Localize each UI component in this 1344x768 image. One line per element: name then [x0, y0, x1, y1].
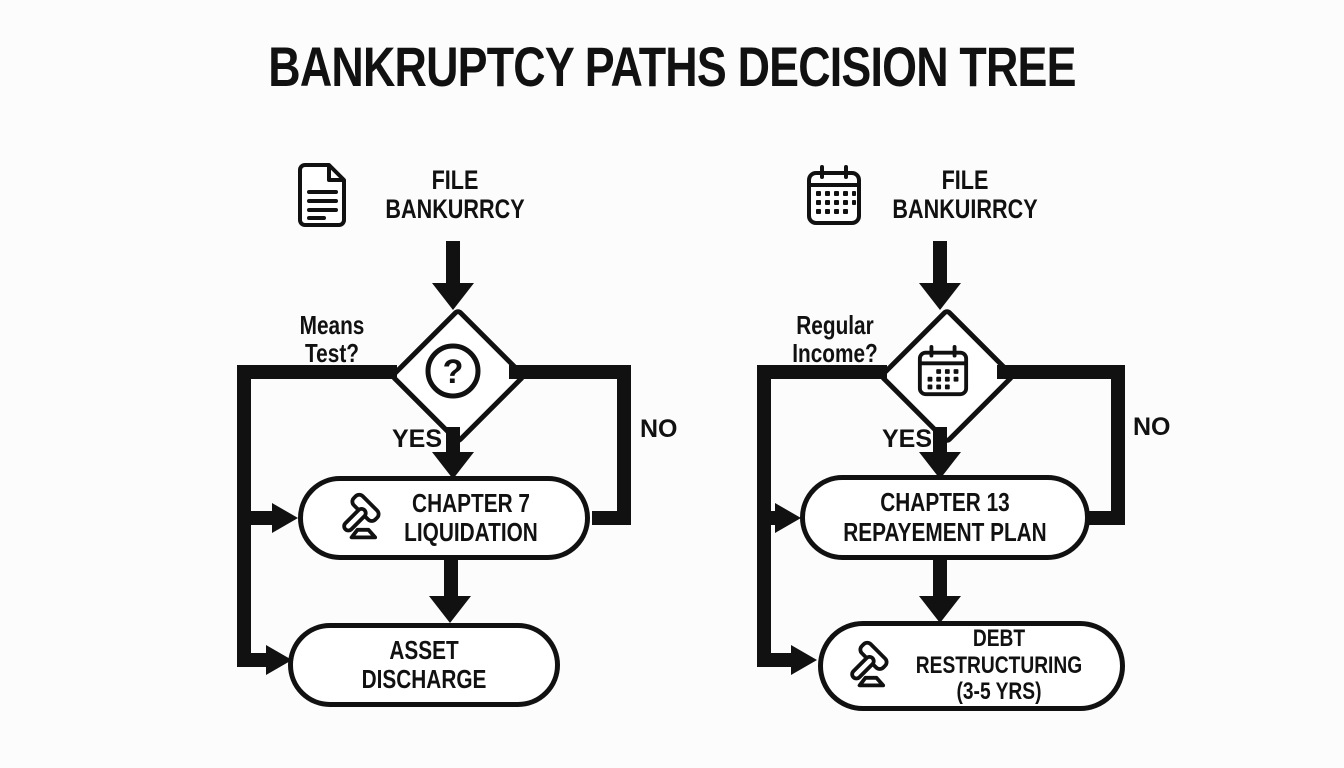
- connector-no-vertical: [617, 365, 631, 525]
- connector-no-horizontal: [997, 365, 1125, 379]
- arrowhead-down-icon: [432, 283, 474, 310]
- connector-branch-stub: [251, 653, 268, 667]
- connector-left-horizontal: [237, 365, 397, 379]
- right-decision-label: Regular Income?: [785, 311, 886, 367]
- document-icon: [298, 163, 346, 227]
- connector-left-horizontal: [757, 365, 887, 379]
- label-line: LIQUIDATION: [404, 517, 538, 547]
- gavel-icon: [849, 640, 888, 688]
- connector-no-vertical: [1111, 365, 1125, 525]
- connector-start-to-decision: [446, 241, 460, 287]
- right-outcome1-box: CHAPTER 13 REPAYEMENT PLAN: [800, 475, 1090, 560]
- connector-branch-stub: [251, 511, 273, 525]
- label-line: Means: [299, 310, 365, 340]
- right-no-label: NO: [1133, 413, 1171, 441]
- calendar-icon: [917, 344, 969, 397]
- label-line: REPAYEMENT PLAN: [843, 516, 1047, 547]
- label-line: CHAPTER 13: [880, 487, 1010, 518]
- connector-no-foot: [592, 511, 619, 525]
- label-line: CHAPTER 7: [412, 487, 530, 518]
- svg-text:?: ?: [443, 353, 464, 391]
- connector-branch-stub: [771, 653, 793, 667]
- right-yes-label: YES: [882, 425, 933, 453]
- left-outcome1-box: CHAPTER 7 LIQUIDATION: [298, 476, 590, 560]
- arrowhead-down-icon: [919, 596, 961, 623]
- right-outcome2-label: DEBT RESTRUCTURING (3-5 YRS): [915, 624, 1082, 707]
- calendar-icon: [807, 165, 861, 225]
- right-outcome2-box: DEBT RESTRUCTURING (3-5 YRS): [818, 621, 1125, 711]
- left-decision-label: Means Test?: [284, 311, 380, 367]
- left-outcome1-label: CHAPTER 7 LIQUIDATION: [404, 487, 538, 547]
- label-line: RESTRUCTURING: [915, 651, 1082, 679]
- page-title: BANKRUPTCY PATHS DECISION TREE: [268, 35, 1076, 98]
- right-start-label: FILE BANKUIRRCY: [889, 165, 1041, 225]
- label-line: DISCHARGE: [361, 664, 487, 694]
- left-outcome2-box: ASSET DISCHARGE: [288, 623, 560, 707]
- label-line: FILE: [941, 165, 989, 195]
- arrowhead-right-icon: [791, 645, 817, 675]
- arrowhead-down-icon: [432, 452, 474, 479]
- connector-yes: [446, 427, 460, 455]
- label-line: BANKURRCY: [385, 194, 525, 225]
- arrowhead-right-icon: [266, 645, 292, 675]
- connector-start-to-decision: [933, 241, 947, 287]
- gavel-icon: [342, 492, 381, 540]
- left-yes-label: YES: [392, 425, 443, 453]
- label-line: ASSET: [389, 634, 459, 665]
- arrowhead-right-icon: [272, 503, 298, 533]
- right-outcome1-label: CHAPTER 13 REPAYEMENT PLAN: [833, 488, 1057, 546]
- label-line: DEBT: [972, 624, 1025, 652]
- label-line: (3-5 YRS): [955, 678, 1041, 706]
- connector-left-vertical: [237, 365, 251, 667]
- connector-no-foot: [1088, 511, 1113, 525]
- arrowhead-down-icon: [919, 283, 961, 310]
- label-line: Income?: [792, 338, 878, 369]
- connector-yes: [933, 427, 947, 455]
- label-line: Regular: [796, 310, 874, 340]
- label-line: FILE: [431, 165, 479, 195]
- connector-left-vertical: [757, 365, 771, 667]
- arrowhead-down-icon: [429, 596, 471, 623]
- left-no-label: NO: [640, 415, 678, 443]
- connector-outcome1-to-outcome2: [444, 558, 458, 598]
- arrowhead-down-icon: [919, 452, 961, 479]
- left-start-label: FILE BANKURRCY: [379, 165, 531, 225]
- connector-no-horizontal: [509, 365, 631, 379]
- label-line: BANKUIRRCY: [892, 194, 1038, 225]
- label-line: Test?: [305, 338, 359, 369]
- connector-outcome1-to-outcome2: [933, 558, 947, 598]
- question-circle-icon: ?: [425, 343, 481, 399]
- left-outcome2-label: ASSET DISCHARGE: [319, 634, 529, 694]
- arrowhead-right-icon: [775, 503, 801, 533]
